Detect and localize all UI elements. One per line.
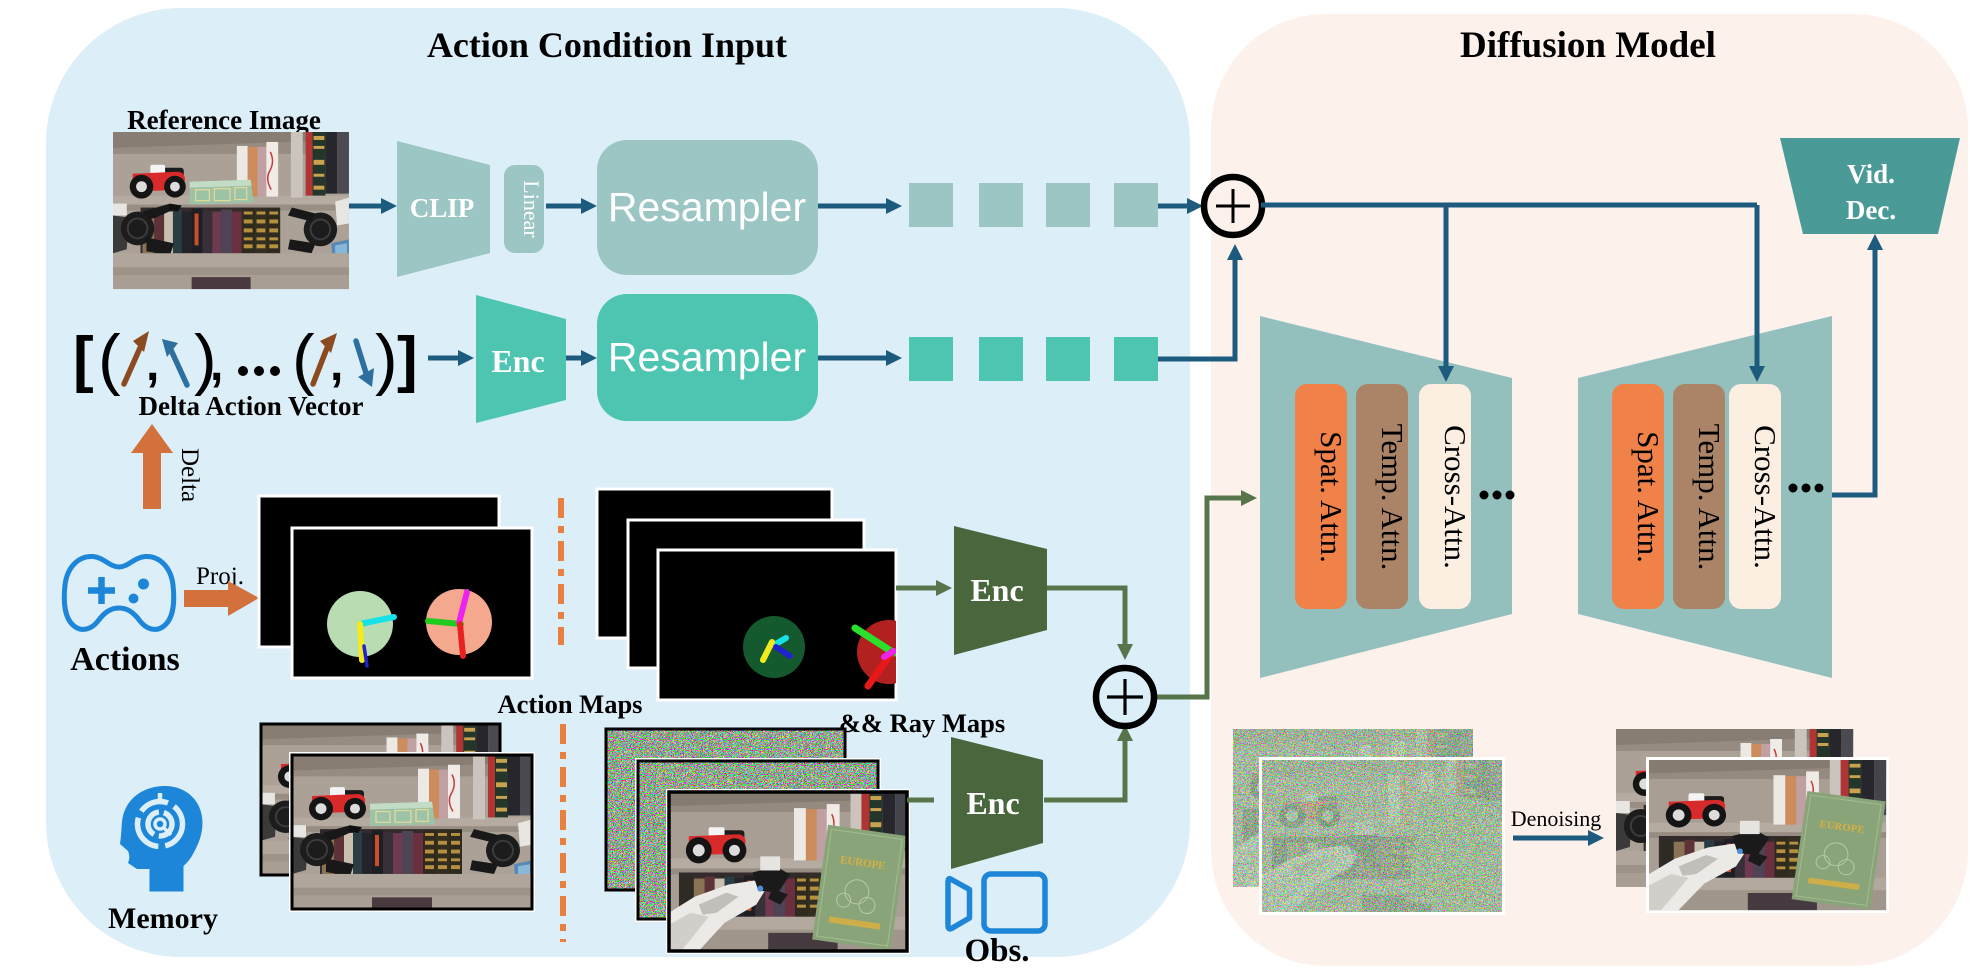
svg-text:Temp. Attn.: Temp. Attn. (1375, 424, 1410, 571)
svg-text:,: , (330, 338, 343, 391)
svg-text:Spat. Attn.: Spat. Attn. (1631, 431, 1666, 563)
svg-text:]: ] (397, 325, 418, 394)
svg-text:Enc: Enc (491, 343, 544, 379)
svg-text:Delta Action Vector: Delta Action Vector (139, 391, 364, 421)
svg-text:Diffusion Model: Diffusion Model (1460, 25, 1716, 66)
svg-text:Enc: Enc (966, 785, 1019, 821)
svg-text:Enc: Enc (970, 572, 1023, 608)
svg-text:Temp. Attn.: Temp. Attn. (1692, 424, 1727, 571)
svg-text:Resampler: Resampler (608, 184, 806, 230)
svg-text:,: , (146, 338, 159, 391)
svg-text:): ) (194, 321, 217, 397)
svg-text:Reference Image: Reference Image (127, 105, 321, 135)
svg-text:(: ( (98, 321, 121, 397)
svg-text:Actions: Actions (70, 641, 180, 678)
svg-text:&& Ray Maps: && Ray Maps (839, 708, 1005, 738)
svg-text:Cross-Attn.: Cross-Attn. (1748, 425, 1783, 569)
svg-text:Linear: Linear (519, 180, 544, 238)
svg-text:,: , (210, 338, 223, 391)
svg-text:Obs.: Obs. (964, 933, 1029, 969)
svg-text:Resampler: Resampler (608, 334, 806, 380)
svg-text:Spat. Attn.: Spat. Attn. (1314, 431, 1349, 563)
svg-text:Action Maps: Action Maps (497, 689, 642, 719)
svg-text:Delta: Delta (176, 448, 203, 502)
svg-text:Action Condition Input: Action Condition Input (427, 25, 787, 65)
svg-text:Memory: Memory (108, 902, 218, 935)
svg-text:): ) (375, 321, 398, 397)
svg-text:[: [ (73, 325, 94, 394)
svg-text:Vid.: Vid. (1847, 159, 1895, 189)
svg-text:Dec.: Dec. (1846, 195, 1896, 225)
svg-text:Cross-Attn.: Cross-Attn. (1438, 425, 1473, 569)
svg-text:Denoising: Denoising (1511, 806, 1601, 831)
svg-text:CLIP: CLIP (410, 193, 475, 223)
svg-text:(: ( (292, 321, 315, 397)
